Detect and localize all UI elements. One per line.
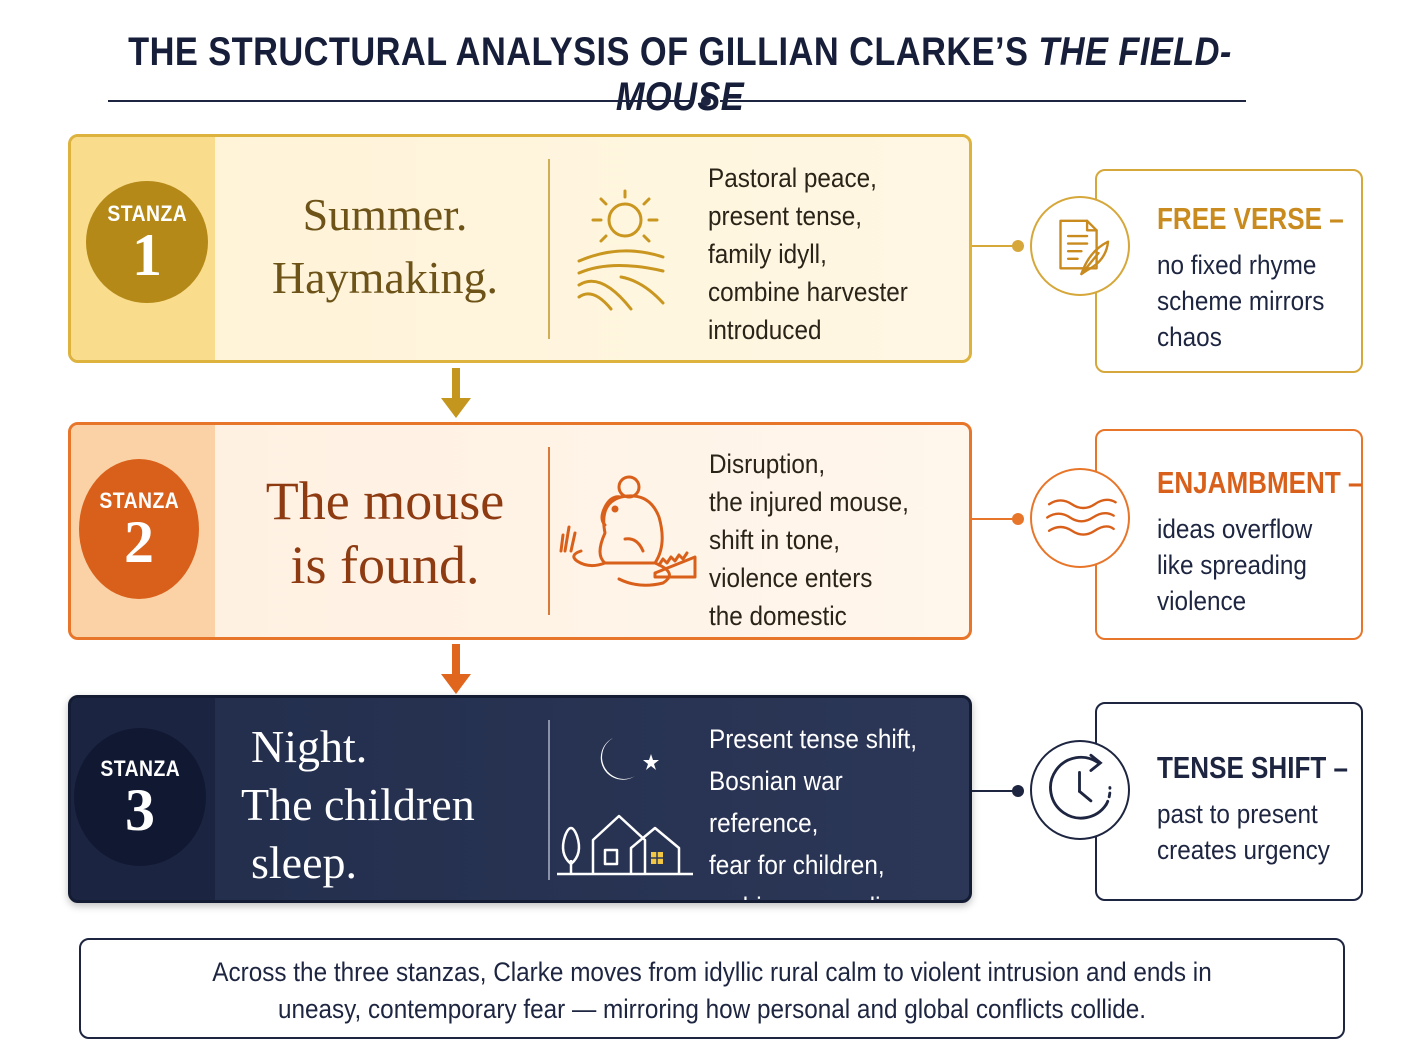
stanza-1-divider	[548, 159, 550, 339]
stanza-3-description-line: Present tense shift,	[709, 724, 918, 754]
stanza-2-description-line: Disruption,	[709, 449, 826, 479]
stanza-1-description-line: Pastoral peace,	[708, 163, 877, 193]
stanza-2-badge-label: STANZA	[99, 488, 179, 513]
connector-dot-2	[1012, 513, 1024, 525]
device-circle-1	[1030, 196, 1130, 296]
device-note-enjambment: ENJAMBMENT – ideas overflow like spreadi…	[1095, 429, 1363, 640]
clock-icon	[1049, 753, 1112, 820]
title-prefix: THE STRUCTURAL ANALYSIS OF GILLIAN CLARK…	[128, 30, 1039, 74]
stanza-3-badge-number: 3	[125, 777, 155, 843]
waves-icon	[1046, 498, 1117, 536]
stanza-1-description-line: combine harvester	[708, 277, 908, 307]
stanza-1-badge-number: 1	[132, 222, 162, 288]
stanza-3-badge: STANZA 3	[74, 728, 206, 866]
title-rule-left	[108, 100, 692, 102]
mouse-icon	[559, 475, 697, 587]
device-text-line: creates urgency	[1157, 835, 1330, 865]
stanza-2-card: STANZA 2 The mouse is found. Disruption,…	[68, 422, 972, 640]
stanza-3-description: Present tense shift, Bosnian war referen…	[709, 718, 943, 900]
arrow-down-icon	[441, 368, 471, 418]
summary-line: uneasy, contemporary fear — mirroring ho…	[277, 994, 1147, 1024]
connector-dot-1	[1012, 240, 1024, 252]
stanza-1-badge-label: STANZA	[107, 201, 187, 226]
stanza-1-card: STANZA 1 Summer. Haymaking. Pastoral pea…	[68, 134, 972, 363]
stanza-1-description: Pastoral peace, present tense, family id…	[708, 159, 908, 349]
stanza-3-divider	[548, 720, 550, 880]
stanza-1-badge: STANZA 1	[86, 181, 208, 303]
page-title: THE STRUCTURAL ANALYSIS OF GILLIAN CLARK…	[95, 30, 1265, 120]
stanza-3-heading: Night. The children sleep.	[221, 718, 541, 892]
stanza-2-description-line: the domestic	[709, 601, 847, 631]
device-text: no fixed rhyme scheme mirrors chaos	[1157, 247, 1324, 355]
device-text-line: ideas overflow	[1157, 514, 1313, 544]
stanza-3-heading-line: sleep.	[251, 837, 358, 888]
stanza-3-badge-label: STANZA	[100, 756, 180, 781]
stanza-2-badge: STANZA 2	[79, 459, 199, 599]
device-text-line: scheme mirrors	[1157, 286, 1325, 316]
moon-house-icon	[557, 738, 693, 876]
title-rule-dot	[701, 96, 711, 106]
stanza-3-description-line: fear for children,	[709, 850, 885, 880]
device-text-line: past to present	[1157, 799, 1318, 829]
stanza-3-heading-line: Night.	[251, 721, 368, 772]
connector-line-1	[972, 245, 1020, 247]
stanza-3-card: STANZA 3 Night. The children sleep. Pres…	[68, 695, 972, 903]
device-note-free-verse: FREE VERSE – no fixed rhyme scheme mirro…	[1095, 169, 1363, 373]
device-circle-3	[1030, 740, 1130, 840]
connector-dot-3	[1012, 785, 1024, 797]
connector-line-2	[972, 518, 1020, 520]
stanza-2-description-line: shift in tone,	[709, 525, 841, 555]
stanza-2-divider	[548, 447, 550, 615]
stanza-1-heading-line: Summer.	[302, 189, 468, 240]
title-italic: THE FIELD-MOUSE	[615, 30, 1232, 119]
arrow-down-icon	[441, 644, 471, 694]
stanza-1-description-line: introduced	[708, 315, 822, 345]
device-text-line: like spreading	[1157, 550, 1307, 580]
summary-box: Across the three stanzas, Clarke moves f…	[79, 938, 1345, 1039]
device-note-tense-shift: TENSE SHIFT – past to present creates ur…	[1095, 702, 1363, 901]
device-text-line: no fixed rhyme	[1157, 250, 1317, 280]
stanza-1-heading-line: Haymaking.	[271, 252, 499, 303]
device-text: past to present creates urgency	[1157, 796, 1330, 868]
document-quill-icon	[1059, 219, 1110, 276]
stanza-1-heading: Summer. Haymaking.	[225, 183, 545, 309]
stanza-1-description-line: family idyll,	[708, 239, 827, 269]
device-text-line: violence	[1157, 586, 1247, 616]
stanza-2-description: Disruption, the injured mouse, shift in …	[709, 445, 909, 635]
stanza-3-heading-line: The children	[241, 779, 475, 830]
stanza-2-badge-number: 2	[124, 509, 154, 575]
stanza-3-description-line: ambiguous ending	[709, 886, 943, 900]
device-title: ENJAMBMENT –	[1157, 465, 1363, 500]
stanza-2-heading: The mouse is found.	[225, 469, 545, 597]
device-title: FREE VERSE –	[1157, 201, 1344, 236]
device-text: ideas overflow like spreading violence	[1157, 511, 1312, 619]
connector-line-3	[972, 790, 1020, 792]
stanza-2-description-line: the injured mouse,	[709, 487, 909, 517]
stanza-1-description-line: present tense,	[708, 201, 863, 231]
device-text-line: chaos	[1157, 322, 1222, 352]
device-circle-2	[1030, 468, 1130, 568]
stanza-3-description-line: Bosnian war reference,	[709, 766, 843, 838]
sun-field-icon	[577, 189, 665, 311]
device-title: TENSE SHIFT –	[1157, 750, 1348, 785]
stanza-2-heading-line: is found.	[290, 535, 480, 595]
summary-line: Across the three stanzas, Clarke moves f…	[212, 957, 1212, 987]
stanza-2-heading-line: The mouse	[265, 471, 505, 531]
stanza-2-description-line: violence enters	[709, 563, 873, 593]
title-rule-right	[720, 100, 1246, 102]
